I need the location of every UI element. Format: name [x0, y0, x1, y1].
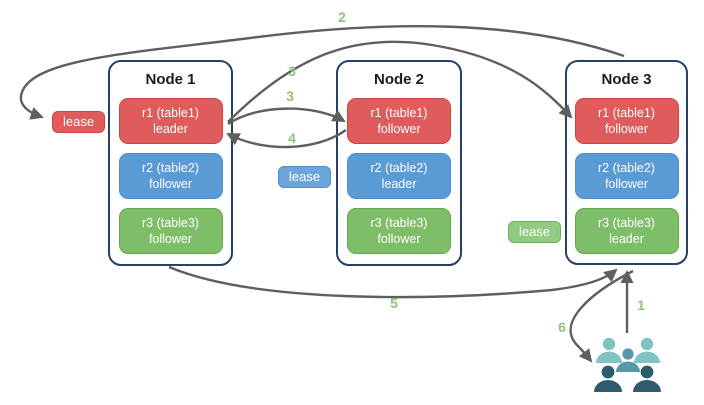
replica-name: r1 (table1)	[142, 105, 199, 120]
users-group-icon	[594, 337, 661, 392]
node3-replica-r3: r3 (table3) leader	[574, 208, 679, 254]
replica-name: r2 (table2)	[142, 160, 199, 175]
replica-name: r3 (table3)	[142, 215, 199, 230]
replica-name: r3 (table3)	[370, 215, 428, 230]
node1-replica-r2: r2 (table2) follower	[118, 153, 223, 199]
step-label-4: 4	[288, 130, 296, 146]
replica-role: leader	[153, 122, 188, 136]
node2-replica-r2: r2 (table2) leader	[347, 153, 451, 199]
step-label-2: 2	[338, 9, 346, 25]
node-1-title: Node 1	[145, 71, 196, 88]
node-1: Node 1 r1 (table1) leader r2 (table2) fo…	[108, 60, 233, 266]
lease-badge-r1: lease	[52, 111, 106, 134]
replica-name: r3 (table3)	[598, 215, 655, 230]
replica-role: follower	[604, 177, 649, 191]
replica-name: r2 (table2)	[598, 160, 655, 175]
replica-role: follower	[148, 177, 193, 191]
replica-role: follower	[377, 122, 421, 136]
node1-replica-r1: r1 (table1) leader	[118, 98, 223, 144]
replica-role: follower	[148, 232, 193, 246]
node1-replica-r3: r3 (table3) follower	[118, 208, 223, 254]
step-label-3b: 3	[286, 88, 294, 104]
node-3-title: Node 3	[601, 71, 652, 88]
node-2-title: Node 2	[373, 71, 424, 88]
replica-role: follower	[377, 232, 421, 246]
step-label-3a: 3	[288, 63, 296, 79]
step-label-6: 6	[558, 319, 566, 335]
replica-name: r1 (table1)	[598, 105, 655, 120]
arrow-step3-replicate-node2	[227, 107, 346, 125]
node-3: Node 3 r1 (table1) follower r2 (table2) …	[565, 60, 688, 265]
arrow-step5-commit	[168, 265, 618, 299]
node2-replica-r3: r3 (table3) follower	[347, 208, 451, 254]
arrow-step6-client-response	[569, 269, 634, 363]
replica-role: leader	[609, 232, 644, 246]
node2-replica-r1: r1 (table1) follower	[347, 98, 451, 144]
step-label-1: 1	[637, 297, 645, 313]
replica-role: leader	[381, 177, 417, 191]
node3-replica-r1: r1 (table1) follower	[574, 98, 679, 144]
node3-replica-r2: r2 (table2) follower	[574, 153, 679, 199]
replica-name: r1 (table1)	[370, 105, 428, 120]
replica-name: r2 (table2)	[370, 160, 428, 175]
arrow-step4-ack	[226, 129, 347, 149]
lease-badge-r2: lease	[278, 166, 332, 189]
replica-role: follower	[604, 122, 649, 136]
node-2: Node 2 r1 (table1) follower r2 (table2) …	[336, 60, 462, 266]
lease-badge-r3: lease	[508, 221, 562, 244]
step-label-5: 5	[390, 295, 398, 311]
